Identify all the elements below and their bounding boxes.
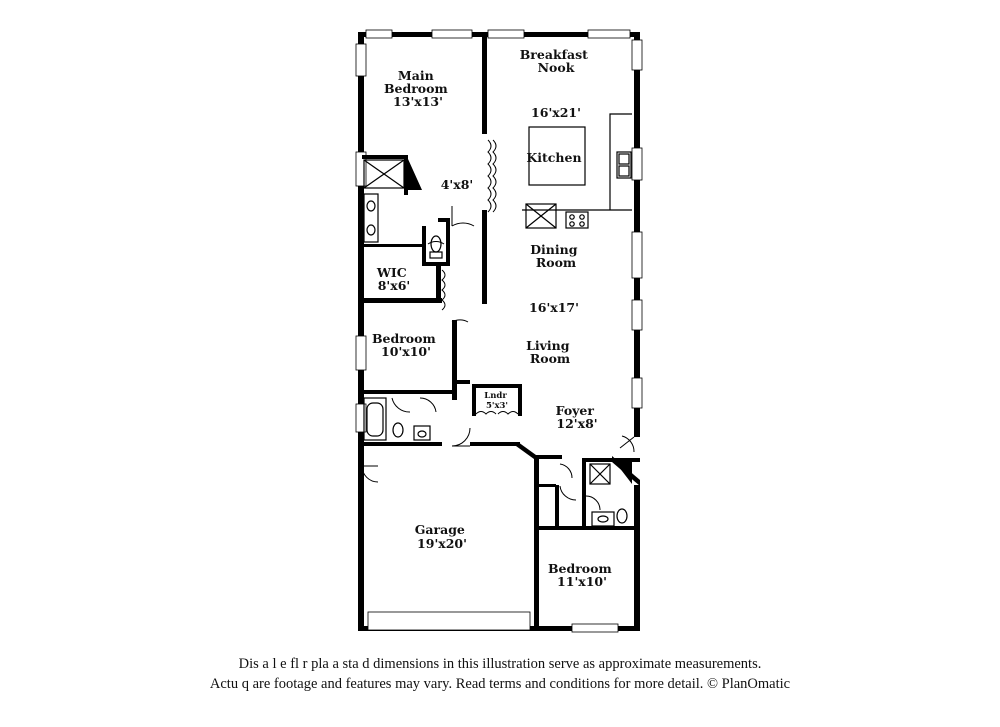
kitchen-label: Kitchen [526,150,581,165]
solid-fills [408,159,632,484]
disclaimer-line-1: Dis a l e fl r pla a sta d dimensions in… [238,656,762,672]
wic-label: WIC 8'x6' [376,265,411,293]
foyer-label: Foyer 12'x8' [556,403,599,431]
room-labels: Main Bedroom 13'x13' 4'x8' Breakfast Noo… [372,47,616,589]
main-bedroom-label: Main Bedroom 13'x13' [384,68,452,109]
bath-dims-label: 4'x8' [441,177,474,192]
doors [361,139,635,511]
laundry-label: Lndr 5'x3' [484,391,510,411]
fixtures [363,113,632,527]
breakfast-nook-label: Breakfast Nook [520,47,593,75]
dining-room-label: Dining Room [530,242,582,270]
living-room-label: Living Room [526,338,574,366]
living-dims-label: 16'x17' [529,300,579,315]
garage-label: Garage 19'x20' [415,522,470,551]
kitchen-dims-label: 16'x21' [531,105,581,120]
bedroom-2-label: Bedroom 10'x10' [372,331,440,359]
disclaimer-line-2: Actu q are footage and features may vary… [209,676,791,692]
bedroom-3-label: Bedroom 11'x10' [548,561,616,589]
windows [355,29,643,633]
